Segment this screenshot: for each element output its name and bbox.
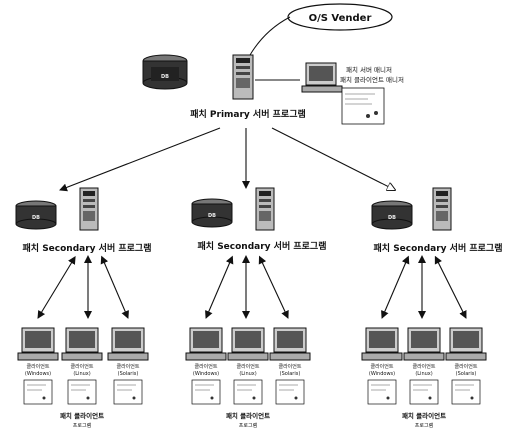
client-computers: 클라이언트(Windows)클라이언트(Linux)클라이언트(Solaris)… (17, 327, 487, 429)
primary-server-icon (232, 54, 254, 100)
client-os-label: (Linux) (73, 371, 90, 377)
manager-label-line1: 패치 서버 매니저 (346, 65, 392, 74)
secondary-db-icon-1: DB (15, 200, 57, 230)
client-group-label: 패치 클라이언트 (60, 411, 104, 420)
client-screen-thumbnail (67, 379, 97, 405)
client-os-label: (Solaris) (118, 371, 139, 377)
client-screen-thumbnail (191, 379, 221, 405)
vendor-connector (249, 16, 291, 56)
secondary-db-icon-2: DB (191, 198, 233, 228)
manager-label-line2: 패치 클라이언트 매니저 (340, 75, 404, 84)
secondary-client-arrows-3 (381, 255, 467, 319)
client-os-label: (Solaris) (280, 371, 301, 377)
client-screen-thumbnail (233, 379, 263, 405)
client-os-label: (Windows) (193, 371, 219, 377)
svg-text:DB: DB (32, 215, 40, 221)
secondary-server-label-2: 패치 Secondary 서버 프로그램 (198, 240, 327, 252)
client-os-label: (Windows) (25, 371, 51, 377)
manager-screen-thumbnail (341, 87, 385, 125)
client-computer-icon (361, 327, 403, 361)
os-vendor-node: O/S Vender (287, 3, 393, 31)
client-name-label: 클라이언트 (194, 363, 217, 370)
svg-text:DB: DB (208, 213, 216, 219)
svg-text:DB: DB (388, 215, 396, 221)
client-name-label: 클라이언트 (116, 363, 139, 370)
client-group-sublabel: 프로그램 (73, 422, 92, 429)
client-group-label: 패치 클라이언트 (226, 411, 270, 420)
client-os-label: (Linux) (239, 371, 256, 377)
primary-db-icon: DB (142, 54, 188, 90)
os-vendor-label: O/S Vender (309, 13, 372, 24)
primary-server-label: 패치 Primary 서버 프로그램 (190, 108, 306, 120)
client-computer-icon (61, 327, 103, 361)
client-group-sublabel: 프로그램 (239, 422, 258, 429)
client-computer-icon (185, 327, 227, 361)
client-computer-icon (107, 327, 149, 361)
client-name-label: 클라이언트 (26, 363, 49, 370)
client-screen-thumbnail (113, 379, 143, 405)
secondary-server-icon-3 (432, 187, 452, 231)
client-group-sublabel: 프로그램 (415, 422, 434, 429)
client-name-label: 클라이언트 (70, 363, 93, 370)
client-screen-thumbnail (409, 379, 439, 405)
client-name-label: 클라이언트 (412, 363, 435, 370)
svg-text:DB: DB (161, 74, 169, 80)
client-screen-thumbnail (23, 379, 53, 405)
secondary-client-arrows-2 (205, 255, 289, 319)
client-screen-thumbnail (367, 379, 397, 405)
arrow-primary-to-secondary-1 (59, 127, 221, 192)
client-os-label: (Windows) (369, 371, 395, 377)
client-screen-thumbnail (451, 379, 481, 405)
secondary-client-arrows-1 (37, 255, 129, 319)
secondary-server-label-3: 패치 Secondary 서버 프로그램 (374, 242, 503, 254)
client-os-label: (Linux) (415, 371, 432, 377)
client-computer-icon (17, 327, 59, 361)
client-computer-icon (403, 327, 445, 361)
client-screen-thumbnail (275, 379, 305, 405)
secondary-server-icon-1 (79, 187, 99, 231)
secondary-server-icon-2 (255, 187, 275, 231)
manager-computer-icon (301, 62, 343, 93)
client-name-label: 클라이언트 (454, 363, 477, 370)
client-name-label: 클라이언트 (278, 363, 301, 370)
client-group-label: 패치 클라이언트 (402, 411, 446, 420)
client-name-label: 클라이언트 (370, 363, 393, 370)
client-os-label: (Solaris) (456, 371, 477, 377)
client-computer-icon (269, 327, 311, 361)
client-computer-icon (227, 327, 269, 361)
arrow-primary-to-secondary-3 (271, 127, 395, 190)
client-name-label: 클라이언트 (236, 363, 259, 370)
secondary-db-icon-3: DB (371, 200, 413, 230)
client-computer-icon (445, 327, 487, 361)
secondary-server-label-1: 패치 Secondary 서버 프로그램 (23, 242, 152, 254)
